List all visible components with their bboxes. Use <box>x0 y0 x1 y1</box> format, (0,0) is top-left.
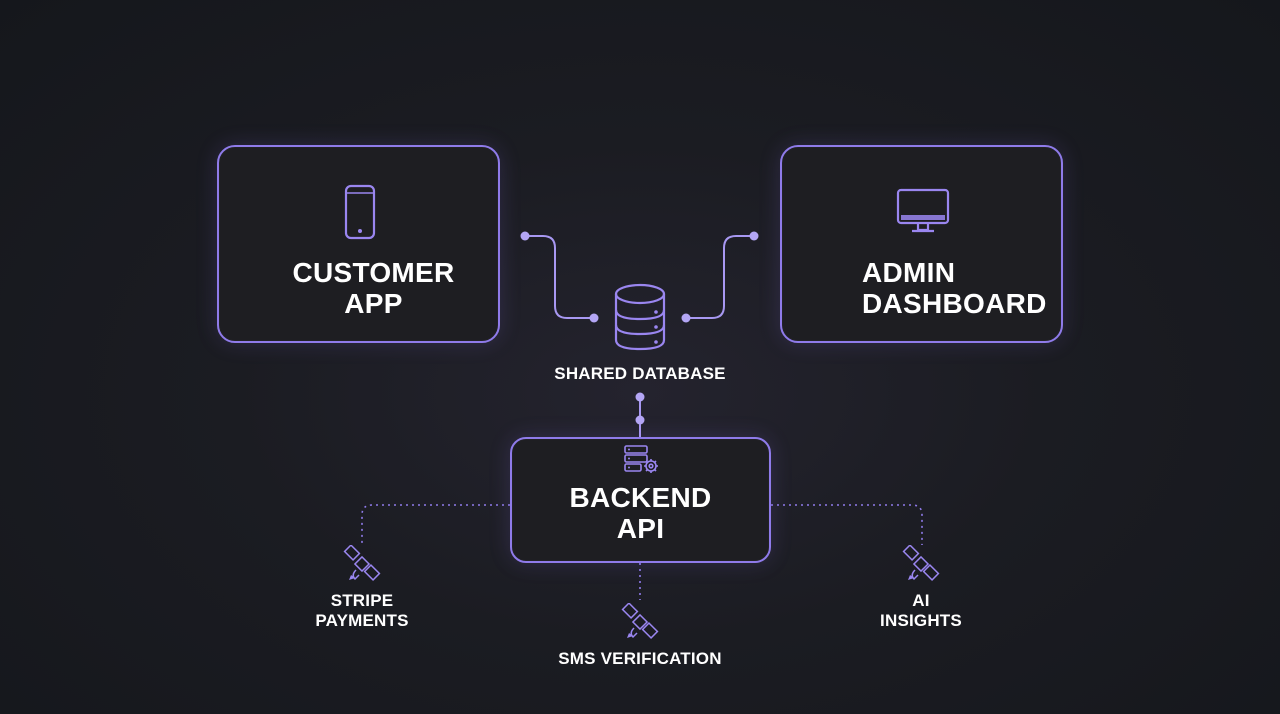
connector-backend-to-stripe <box>361 504 510 545</box>
database-icon <box>614 283 666 351</box>
connector-dot <box>635 415 645 425</box>
connector-dot <box>749 231 759 241</box>
connector-dot <box>520 231 530 241</box>
smartphone-icon <box>344 184 376 240</box>
server-gear-icon <box>624 445 658 473</box>
admin-dashboard-title: ADMIN DASHBOARD <box>862 257 1047 319</box>
sms-verification-label: SMS VERIFICATION <box>558 649 722 668</box>
stripe-payments-label: STRIPE PAYMENTS <box>315 591 409 630</box>
connector-dot <box>635 392 645 402</box>
satellite-icon <box>902 545 940 581</box>
connector-backend-to-ai <box>771 504 923 545</box>
customer-app-title: CUSTOMER APP <box>292 257 455 319</box>
backend-api-title: BACKEND API <box>569 482 712 544</box>
shared-database-label: SHARED DATABASE <box>554 364 726 383</box>
ai-insights-label: AI INSIGHTS <box>880 591 962 630</box>
satellite-icon <box>343 545 381 581</box>
connector-dot <box>589 313 599 323</box>
connector-dot <box>681 313 691 323</box>
connector-admin-to-database <box>686 235 754 319</box>
admin-dashboard-node[interactable]: ADMIN DASHBOARD <box>780 145 1063 343</box>
connector-customer-to-database <box>525 235 594 319</box>
customer-app-node[interactable]: CUSTOMER APP <box>217 145 500 343</box>
satellite-icon <box>621 603 659 639</box>
monitor-icon <box>896 188 950 233</box>
backend-api-node[interactable]: BACKEND API <box>510 437 771 563</box>
